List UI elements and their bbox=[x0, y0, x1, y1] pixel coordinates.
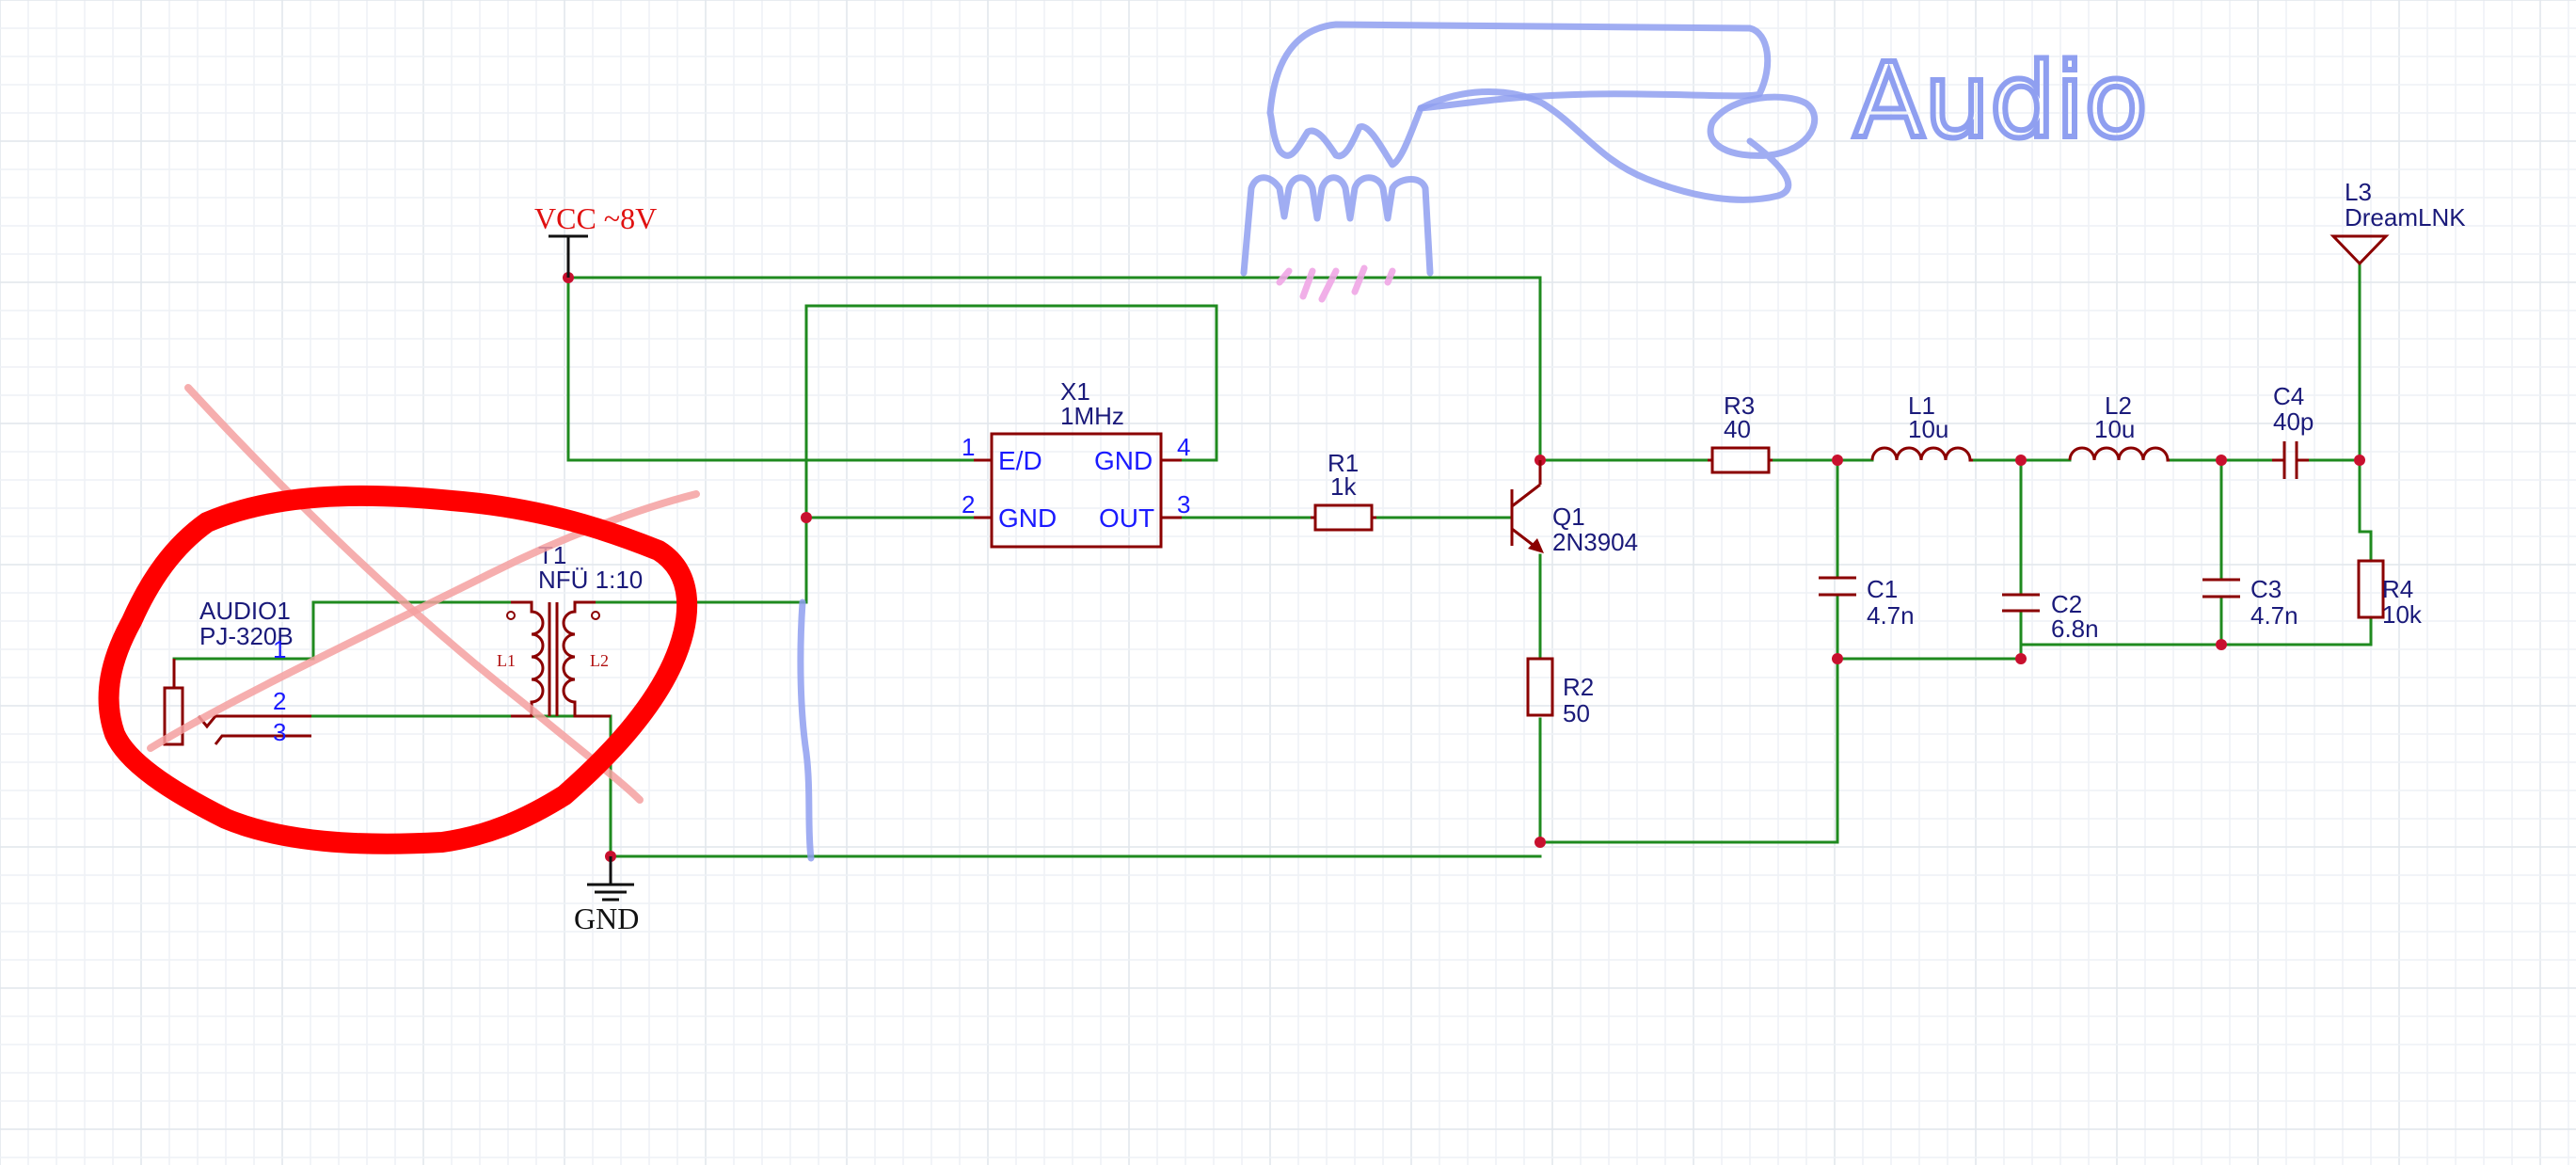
c1-ref: C1 bbox=[1867, 575, 1898, 603]
q1-value: 2N3904 bbox=[1552, 528, 1638, 556]
capacitor-c4[interactable]: C4 40p bbox=[2272, 382, 2314, 479]
l1-value: 10u bbox=[1908, 415, 1948, 443]
oscillator-pin-name: E/D bbox=[998, 446, 1042, 475]
oscillator-pin-number: 3 bbox=[1177, 490, 1190, 519]
ink-cross-out bbox=[184, 384, 644, 804]
resistor-r1[interactable]: R1 1k bbox=[1311, 449, 1376, 532]
gnd-label: GND bbox=[574, 902, 639, 935]
r4-ref: R4 bbox=[2382, 575, 2413, 603]
oscillator-pin-number: 4 bbox=[1177, 433, 1190, 461]
l2-value: 10u bbox=[2094, 415, 2135, 443]
r2-ref: R2 bbox=[1563, 673, 1594, 701]
r1-ref: R1 bbox=[1328, 449, 1359, 477]
junction-dot bbox=[1832, 455, 1843, 466]
oscillator-pin-name: OUT bbox=[1099, 503, 1154, 533]
transformer-coil-label: L1 bbox=[497, 651, 516, 670]
oscillator-pin-number: 1 bbox=[962, 433, 975, 461]
transformer-value: NFÜ 1:10 bbox=[538, 566, 643, 594]
junctions bbox=[563, 272, 2365, 862]
transformer-t1[interactable]: T1 NFÜ 1:10 L1 L2 bbox=[497, 541, 643, 718]
r3-value: 40 bbox=[1724, 415, 1751, 443]
audio-jack-pin: 1 bbox=[273, 635, 286, 663]
transistor-q1[interactable]: Q1 2N3904 bbox=[1510, 460, 1638, 556]
c2-ref: C2 bbox=[2051, 590, 2082, 618]
audio-jack-ref: AUDIO1 bbox=[199, 597, 291, 625]
c3-value: 4.7n bbox=[2250, 601, 2298, 630]
audio-jack[interactable]: AUDIO1 PJ-320B 1 2 3 bbox=[163, 597, 311, 746]
l1-ref: L1 bbox=[1908, 391, 1935, 420]
resistor-r3[interactable]: R3 40 bbox=[1708, 391, 1773, 474]
inductor-l1[interactable]: L1 10u bbox=[1870, 391, 1973, 462]
c4-ref: C4 bbox=[2273, 382, 2304, 410]
junction-dot bbox=[2354, 455, 2365, 466]
oscillator-pin-name: GND bbox=[998, 503, 1057, 533]
capacitor-c2[interactable]: C2 6.8n bbox=[2002, 590, 2099, 643]
vcc-label: VCC ~8V bbox=[534, 201, 657, 235]
r1-value: 1k bbox=[1330, 472, 1357, 501]
ink-audio-word: Audio bbox=[1853, 40, 2148, 161]
l3-value: DreamLNK bbox=[2345, 203, 2466, 231]
l3-ref: L3 bbox=[2345, 178, 2372, 206]
oscillator-ref: X1 bbox=[1060, 377, 1090, 406]
r2-value: 50 bbox=[1563, 699, 1590, 727]
junction-dot bbox=[2015, 455, 2027, 466]
oscillator-pin-name: GND bbox=[1094, 446, 1153, 475]
c4-value: 40p bbox=[2273, 407, 2314, 436]
oscillator-pin-number: 2 bbox=[962, 490, 975, 519]
inductor-l2[interactable]: L2 10u bbox=[2068, 391, 2170, 462]
c1-value: 4.7n bbox=[1867, 601, 1915, 630]
ink-scribble bbox=[797, 598, 815, 862]
c3-ref: C3 bbox=[2250, 575, 2282, 603]
junction-dot bbox=[1534, 837, 1546, 848]
ink-red-circle bbox=[98, 485, 698, 854]
r3-ref: R3 bbox=[1724, 391, 1755, 420]
audio-jack-pin: 3 bbox=[273, 718, 286, 746]
capacitor-c3[interactable]: C3 4.7n bbox=[2202, 575, 2298, 630]
transformer-coil-label: L2 bbox=[590, 651, 609, 670]
ink-hand-sketch bbox=[1417, 88, 1819, 203]
ink-hand-sketch bbox=[1240, 174, 1434, 277]
audio-jack-value: PJ-320B bbox=[199, 622, 294, 650]
junction-dot bbox=[2216, 639, 2227, 650]
capacitor-c1[interactable]: C1 4.7n bbox=[1819, 575, 1915, 630]
oscillator-x1[interactable]: X1 1MHz 1 E/D 2 GND 3 OUT 4 GND bbox=[962, 377, 1190, 549]
junction-dot bbox=[801, 512, 812, 523]
vcc-symbol[interactable]: VCC ~8V bbox=[534, 201, 657, 278]
ink-annotations: Audio bbox=[98, 21, 2151, 862]
audio-jack-pin: 2 bbox=[273, 687, 286, 715]
antenna-l3[interactable]: L3 DreamLNK bbox=[2330, 178, 2466, 266]
junction-dot bbox=[1832, 653, 1843, 664]
c2-value: 6.8n bbox=[2051, 614, 2099, 643]
resistor-r2[interactable]: R2 50 bbox=[1526, 657, 1594, 727]
l2-ref: L2 bbox=[2105, 391, 2132, 420]
ink-scribble bbox=[1276, 264, 1396, 303]
resistor-r4[interactable]: R4 10k bbox=[2357, 559, 2423, 629]
q1-ref: Q1 bbox=[1552, 503, 1585, 531]
junction-dot bbox=[2015, 653, 2027, 664]
wires bbox=[172, 263, 2373, 858]
r4-value: 10k bbox=[2382, 600, 2423, 629]
oscillator-value: 1MHz bbox=[1060, 402, 1124, 430]
ink-cross-out bbox=[147, 490, 700, 752]
gnd-symbol[interactable]: GND bbox=[574, 856, 639, 935]
junction-dot bbox=[2216, 455, 2227, 466]
